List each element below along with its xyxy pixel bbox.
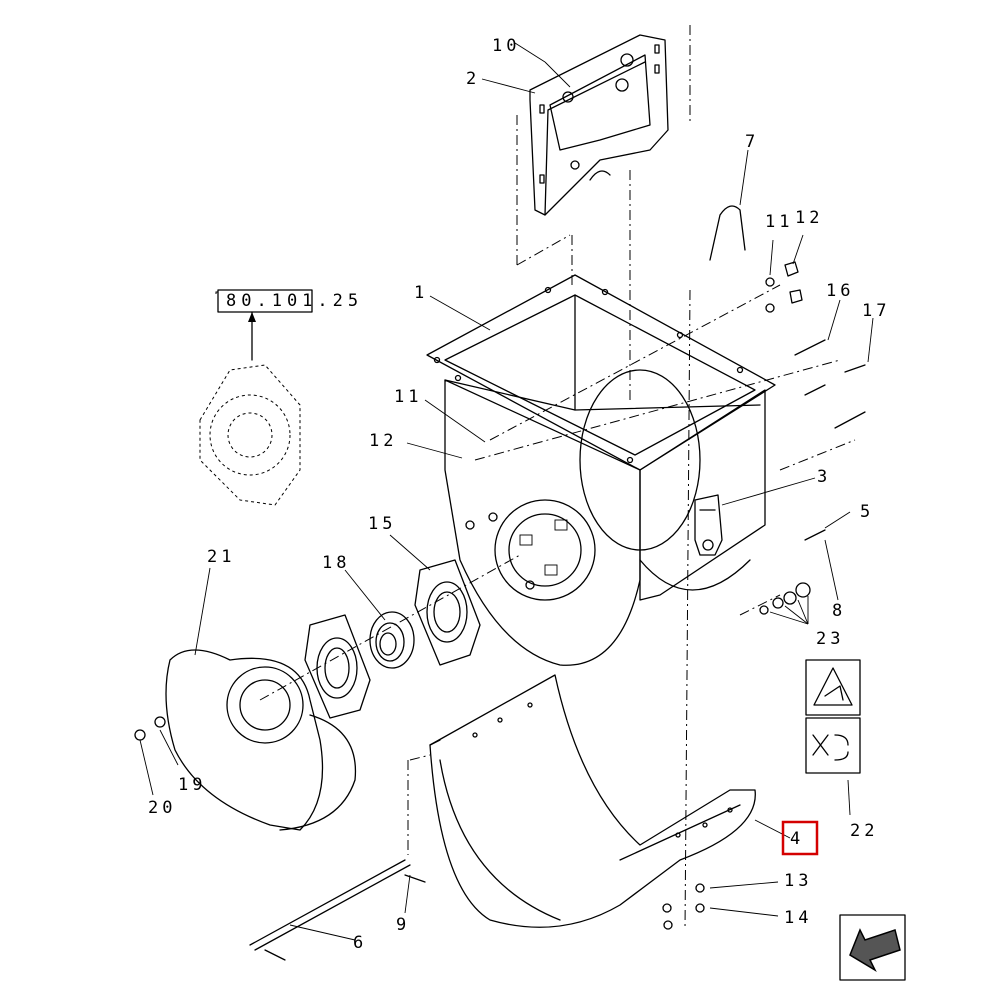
callout-10[interactable]: 10 xyxy=(492,36,520,56)
callout-18[interactable]: 18 xyxy=(322,553,350,573)
callout-19[interactable]: 19 xyxy=(178,775,206,795)
callout-2[interactable]: 2 xyxy=(466,69,480,89)
callout-12-top[interactable]: 12 xyxy=(795,208,823,228)
latch xyxy=(694,494,723,556)
decal-group xyxy=(805,659,861,774)
callout-17[interactable]: 17 xyxy=(862,301,890,321)
callout-7[interactable]: 7 xyxy=(745,132,759,152)
rod xyxy=(249,859,426,961)
callout-16[interactable]: 16 xyxy=(826,281,854,301)
callout-11-left[interactable]: 11 xyxy=(394,387,422,407)
no-hand-rotation-decal-icon xyxy=(812,734,849,761)
callout-14[interactable]: 14 xyxy=(784,908,812,928)
callout-8[interactable]: 8 xyxy=(832,601,846,621)
callout-23[interactable]: 23 xyxy=(816,629,844,649)
callout-11-top[interactable]: 11 xyxy=(765,212,793,232)
highlight-part-4 xyxy=(781,820,819,856)
bottom-cover xyxy=(429,674,756,928)
callout-1[interactable]: 1 xyxy=(414,283,428,303)
warning-crush-decal-icon xyxy=(813,667,853,706)
bearing-plate xyxy=(414,559,481,666)
u-bolt xyxy=(709,205,746,261)
guard-shield xyxy=(165,649,357,831)
callout-4[interactable]: 4 xyxy=(790,829,804,849)
fan-housing xyxy=(426,274,776,666)
callout-9[interactable]: 9 xyxy=(396,915,410,935)
bearing-flange xyxy=(304,614,371,719)
callout-6[interactable]: 6 xyxy=(353,933,367,953)
assembly-axes xyxy=(259,25,856,931)
reference-link[interactable]: 80.101.25 xyxy=(226,291,363,311)
leader-lines xyxy=(139,42,874,941)
fasteners xyxy=(134,261,866,930)
callout-21[interactable]: 21 xyxy=(207,547,235,567)
next-page-arrow-icon[interactable] xyxy=(839,914,906,981)
reference-bearing-flange xyxy=(199,291,301,506)
mounting-bracket xyxy=(529,34,669,216)
callout-22[interactable]: 22 xyxy=(850,821,878,841)
callout-12-left[interactable]: 12 xyxy=(369,431,397,451)
callout-13[interactable]: 13 xyxy=(784,871,812,891)
callout-20[interactable]: 20 xyxy=(148,798,176,818)
callout-5[interactable]: 5 xyxy=(860,502,874,522)
reference-box xyxy=(217,289,313,313)
callout-15[interactable]: 15 xyxy=(368,514,396,534)
callout-3[interactable]: 3 xyxy=(817,467,831,487)
bearing xyxy=(369,611,415,669)
